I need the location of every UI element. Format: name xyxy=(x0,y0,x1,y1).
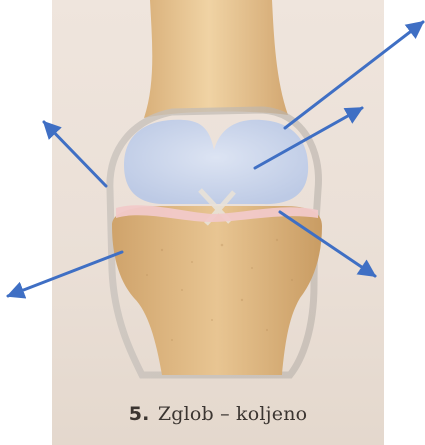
arrow-femur-side xyxy=(44,122,106,186)
arrow-tibia-side xyxy=(8,252,122,296)
arrow-meniscus xyxy=(280,212,375,276)
arrow-cartilage xyxy=(255,108,362,168)
